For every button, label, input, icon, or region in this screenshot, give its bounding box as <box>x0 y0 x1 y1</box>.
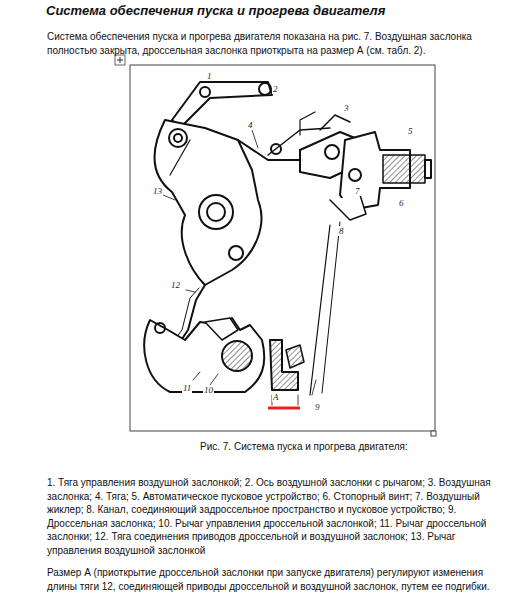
mechanism-stroke <box>322 222 340 393</box>
callout-number: 1 <box>206 71 213 81</box>
callout-number: 7 <box>354 186 361 196</box>
throttle-axis <box>222 341 252 371</box>
mechanism-stroke <box>252 130 258 148</box>
body-paragraph: Система обеспечения пуска и прогрева дви… <box>47 30 502 57</box>
mechanism-stroke <box>312 380 316 395</box>
throttle-rod <box>310 225 330 395</box>
move-handle <box>115 55 125 65</box>
callout-number: А <box>272 392 280 402</box>
callout-number: 10 <box>203 385 214 395</box>
pivot <box>169 129 187 147</box>
callout-number: 5 <box>407 126 414 136</box>
callout-number: 2 <box>272 84 279 94</box>
mechanism-stroke <box>174 134 182 142</box>
callout-number: 12 <box>170 280 181 290</box>
callout-number: 9 <box>314 402 321 412</box>
mechanism-stroke <box>286 345 304 368</box>
throttle-lever <box>144 318 264 392</box>
mechanism-stroke <box>298 395 299 405</box>
mechanism-stroke <box>229 246 243 260</box>
mechanism-stroke <box>205 318 238 340</box>
channel <box>330 195 366 220</box>
body-paragraph: Размер А (приоткрытие дроссельной заслон… <box>47 566 507 593</box>
mechanism-stroke <box>320 115 350 130</box>
page-heading: Система обеспечения пуска и прогрева дви… <box>46 3 486 18</box>
figure-caption: Рис. 7. Система пуска и прогрева двигате… <box>200 440 460 454</box>
mechanism-stroke <box>163 195 175 200</box>
figure-frame <box>130 65 435 431</box>
callout-number: 11 <box>182 383 192 393</box>
pivot <box>199 195 233 229</box>
threaded-part <box>383 155 425 183</box>
mechanism-stroke <box>271 144 281 154</box>
mechanism-stroke <box>349 169 361 181</box>
mechanism-stroke <box>170 140 190 175</box>
dimension-mark <box>268 407 300 410</box>
mechanism-stroke <box>425 160 431 178</box>
callout-number: 8 <box>338 226 345 236</box>
mechanism-stroke <box>186 290 195 292</box>
mechanism-stroke <box>117 57 123 63</box>
mechanism-stroke <box>300 112 315 135</box>
mechanism-stroke <box>115 55 125 65</box>
mechanism-stroke <box>210 374 218 385</box>
resize-handle <box>431 431 436 436</box>
mechanism <box>144 82 431 405</box>
mechanism-stroke <box>325 145 339 159</box>
mechanism-stroke <box>163 130 316 405</box>
link-rod <box>238 140 300 160</box>
pivot <box>259 83 271 95</box>
callout-number: 6 <box>398 198 405 208</box>
callout-number: 13 <box>152 186 163 196</box>
callout-number: 3 <box>343 103 350 113</box>
callout-number: 4 <box>247 120 254 130</box>
pivot <box>200 87 210 97</box>
mechanism-stroke <box>193 372 200 380</box>
mechanism-stroke <box>155 323 165 333</box>
legend-paragraph: 1. Тяга управления воздушной заслонкой; … <box>47 476 507 557</box>
control-rod <box>172 82 272 128</box>
mechanism-stroke <box>207 203 225 221</box>
